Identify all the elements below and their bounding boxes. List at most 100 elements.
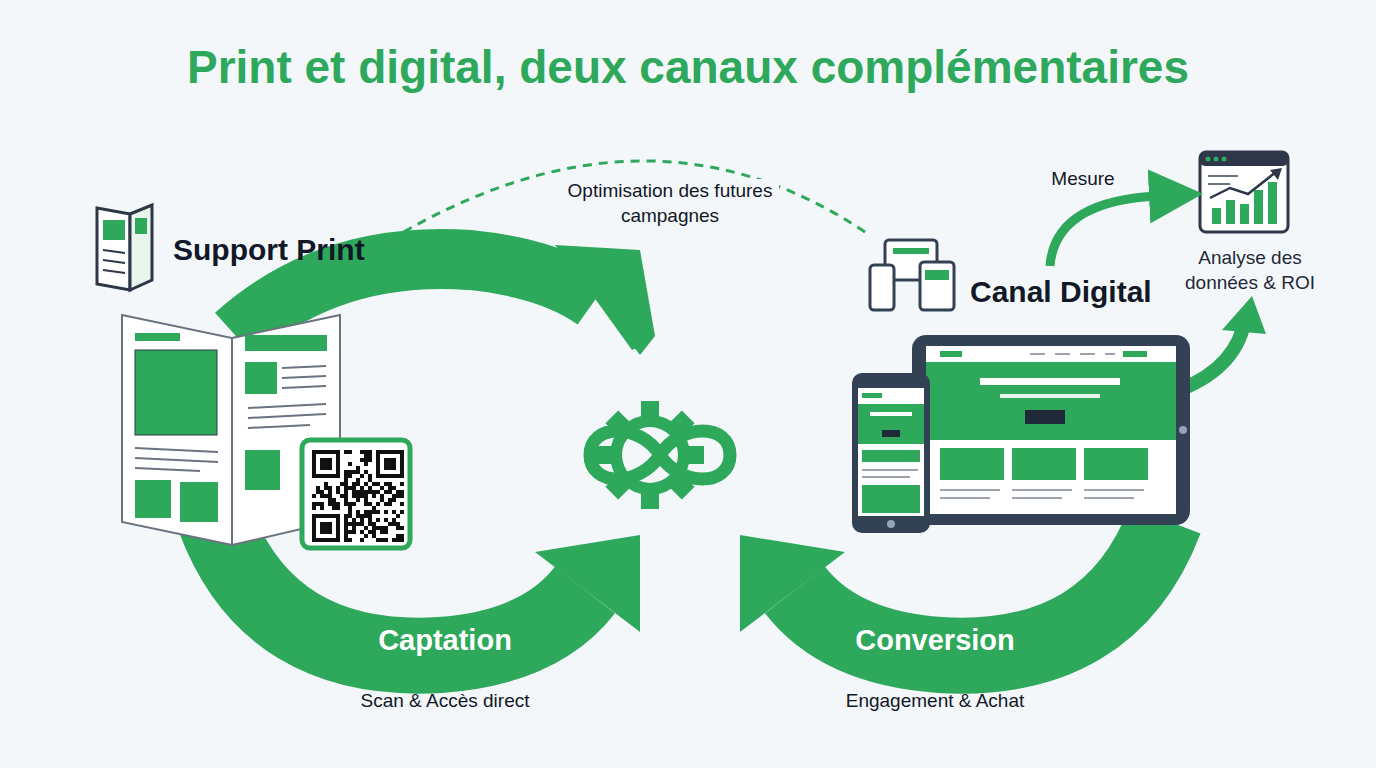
node-text: Analyse des données & ROI [1172, 246, 1328, 295]
qr-module [320, 494, 324, 498]
gear-infinity-icon [590, 401, 730, 509]
cycle-arrow [215, 520, 585, 656]
qr-module [344, 470, 348, 474]
qr-module [360, 494, 364, 498]
qr-module [368, 474, 372, 478]
qr-module [316, 490, 320, 494]
node-label-group: Support Print [95, 200, 365, 269]
node-text: Support Print [173, 230, 365, 269]
qr-module [364, 526, 368, 530]
qr-module [320, 502, 324, 506]
qr-module [320, 458, 332, 470]
qr-module [384, 490, 388, 494]
qr-module [364, 534, 368, 538]
qr-module [364, 470, 368, 474]
qr-module [372, 506, 376, 510]
qr-module [344, 494, 348, 498]
qr-module [348, 514, 352, 518]
qr-module [360, 538, 364, 542]
qr-module [344, 518, 348, 522]
qr-module [364, 514, 368, 518]
qr-module [376, 490, 380, 494]
qr-module [376, 538, 380, 542]
qr-module [372, 530, 376, 534]
qr-module [368, 458, 372, 462]
qr-module [324, 486, 328, 490]
qr-module [352, 486, 356, 490]
qr-module [364, 482, 368, 486]
qr-module [344, 450, 348, 454]
qr-module [388, 502, 392, 506]
qr-module [352, 482, 356, 486]
qr-module [368, 490, 372, 494]
qr-module [372, 510, 376, 514]
qr-module [396, 494, 400, 498]
qr-module [348, 522, 352, 526]
qr-module [376, 482, 380, 486]
qr-module [400, 526, 404, 530]
qr-module [348, 530, 352, 534]
qr-module [368, 486, 372, 490]
qr-module [328, 486, 332, 490]
cycle-arrow [235, 259, 595, 335]
qr-module [392, 498, 396, 502]
qr-module [368, 514, 372, 518]
qr-module [332, 506, 336, 510]
qr-module [368, 478, 372, 482]
qr-module [316, 454, 336, 474]
qr-module [380, 498, 384, 502]
qr-module [344, 486, 348, 490]
qr-module [320, 490, 324, 494]
qr-module [356, 490, 360, 494]
qr-module [396, 526, 400, 530]
qr-module [368, 502, 372, 506]
qr-module [360, 522, 364, 526]
qr-module [312, 450, 340, 478]
qr-module [344, 538, 348, 542]
qr-module [312, 494, 316, 498]
qr-module [352, 526, 356, 530]
qr-module [384, 530, 388, 534]
qr-module [356, 478, 360, 482]
devices-icon [870, 240, 954, 310]
qr-module [400, 482, 404, 486]
qr-module [364, 454, 368, 458]
qr-module [352, 502, 356, 506]
arrow-head [1222, 296, 1266, 334]
qr-module [372, 482, 376, 486]
qr-module [368, 454, 372, 458]
stage-label: Captation [378, 624, 512, 657]
qr-module [396, 522, 400, 526]
qr-module [324, 482, 328, 486]
qr-module [344, 534, 348, 538]
stage-subtitle: Scan & Accès direct [361, 690, 530, 712]
flow-connector [1050, 196, 1158, 266]
qr-module [320, 506, 324, 510]
qr-module [356, 498, 360, 502]
flow-connector [387, 161, 865, 242]
qr-module [316, 502, 320, 506]
qr-module [328, 502, 332, 506]
qr-module [344, 502, 348, 506]
qr-module [396, 534, 400, 538]
qr-module [400, 490, 404, 494]
qr-module [340, 482, 344, 486]
phone-website [852, 373, 930, 533]
qr-module [392, 518, 396, 522]
qr-module [352, 494, 356, 498]
qr-module [376, 518, 380, 522]
qr-module [380, 526, 384, 530]
qr-module [392, 522, 396, 526]
qr-module [348, 474, 352, 478]
qr-module [356, 466, 360, 470]
qr-module [360, 486, 364, 490]
qr-module [348, 486, 352, 490]
qr-module [400, 538, 404, 542]
qr-module [388, 486, 392, 490]
arrow-head [535, 535, 640, 632]
qr-module [380, 538, 384, 542]
qr-module [380, 486, 384, 490]
qr-module [384, 526, 388, 530]
